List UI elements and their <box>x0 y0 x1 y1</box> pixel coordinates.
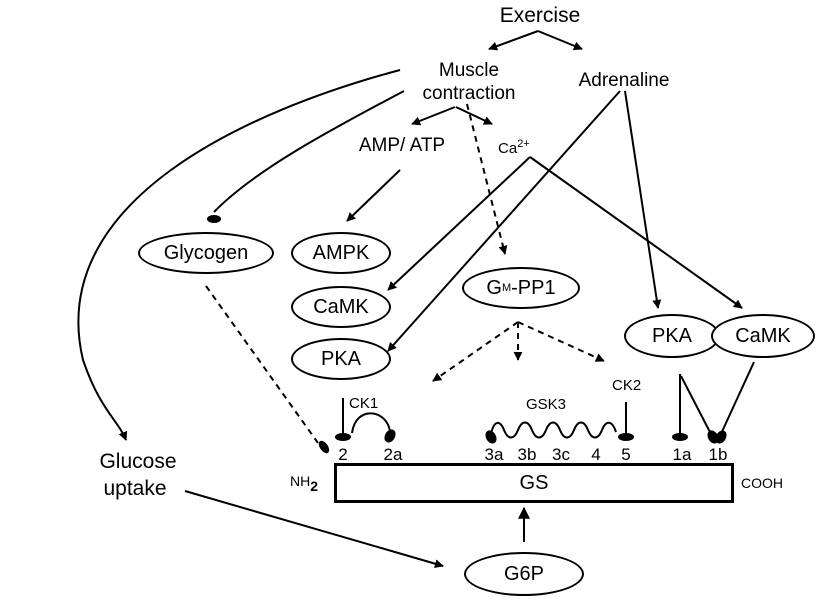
site3a-inhibitor-cap <box>485 430 497 444</box>
gsk3-label: GSK3 <box>526 396 567 413</box>
site-3c-label: 3c <box>552 445 570 464</box>
gsk3-wave <box>490 421 617 439</box>
glycogen-node: Glycogen <box>138 232 274 274</box>
camk-right-node: CaMK <box>711 314 815 358</box>
site-1a-label: 1a <box>672 445 692 464</box>
site1b-inhibitor-cap-right <box>715 430 727 444</box>
camk-left-node: CaMK <box>291 286 391 328</box>
gmpp1-dashed-right-arrow <box>517 321 605 362</box>
site5-inhibitor-cap <box>618 433 634 441</box>
gs-label: GS <box>519 471 549 494</box>
site-5-label: 5 <box>621 445 631 464</box>
calcium-label: Ca2+ <box>498 138 530 157</box>
glycogen-inhibitor-cap <box>207 215 221 223</box>
ck1-label: CK1 <box>349 395 379 412</box>
site1a-inhibitor-cap <box>672 433 688 441</box>
glycogen-synthase-bar: GS <box>334 463 734 503</box>
site-3a-label: 3a <box>484 445 504 464</box>
pka-right-node: PKA <box>624 314 720 358</box>
nh2-terminus-label: NH2 <box>290 473 319 494</box>
glucose-uptake-label-line1: Glucose <box>99 450 177 473</box>
pka-right-to-site1b-line <box>680 375 713 437</box>
adrenaline-to-pka-right-arrow <box>624 90 662 309</box>
muscle-to-glycogen-line <box>213 90 405 213</box>
site2a-inhibitor-cap <box>384 429 396 443</box>
muscle-to-ca-arrow <box>455 106 493 125</box>
site2-inhibitor-cap <box>335 433 351 441</box>
site2-dashed-inhibitor-cap <box>318 440 330 454</box>
exercise-to-muscle-arrow <box>488 30 539 51</box>
site-1b-label: 1b <box>708 445 728 464</box>
ampk-node: AMPK <box>291 232 391 274</box>
amp-atp-label: AMP/ ATP <box>358 135 446 156</box>
glucose-uptake-to-g6p-arrow <box>184 490 444 569</box>
adrenaline-label: Adrenaline <box>578 70 670 91</box>
g6p-node: G6P <box>464 552 584 596</box>
site-4-label: 4 <box>591 445 601 464</box>
adrenaline-to-pka-left-arrow <box>387 90 621 352</box>
gmpp1-dashed-left-arrow <box>432 321 519 382</box>
muscle-to-gmpp1-dashed-arrow <box>466 103 508 255</box>
ck2-label: CK2 <box>612 377 642 394</box>
site-2a-label: 2a <box>383 445 403 464</box>
site-2-label: 2 <box>338 445 348 464</box>
muscle-to-glucose-uptake-curve <box>77 69 401 441</box>
amp-to-ampk-arrow <box>346 169 401 222</box>
site-3b-label: 3b <box>517 445 537 464</box>
pka-left-node: PKA <box>291 338 391 380</box>
exercise-label: Exercise <box>499 4 581 27</box>
ca-to-camk-left-arrow <box>387 156 531 291</box>
ca-to-camk-right-arrow <box>529 156 743 309</box>
glucose-uptake-label-line2: uptake <box>103 477 167 500</box>
cooh-terminus-label: COOH <box>741 475 783 491</box>
exercise-to-adrenaline-arrow <box>537 30 583 51</box>
muscle-contraction-label-line1: Muscle <box>438 60 500 81</box>
muscle-to-amp-arrow <box>411 106 456 126</box>
camk-right-to-site1b-line <box>719 361 755 437</box>
muscle-contraction-label-line2: contraction <box>422 83 516 104</box>
ck1-to-site2a-curve <box>351 412 391 434</box>
